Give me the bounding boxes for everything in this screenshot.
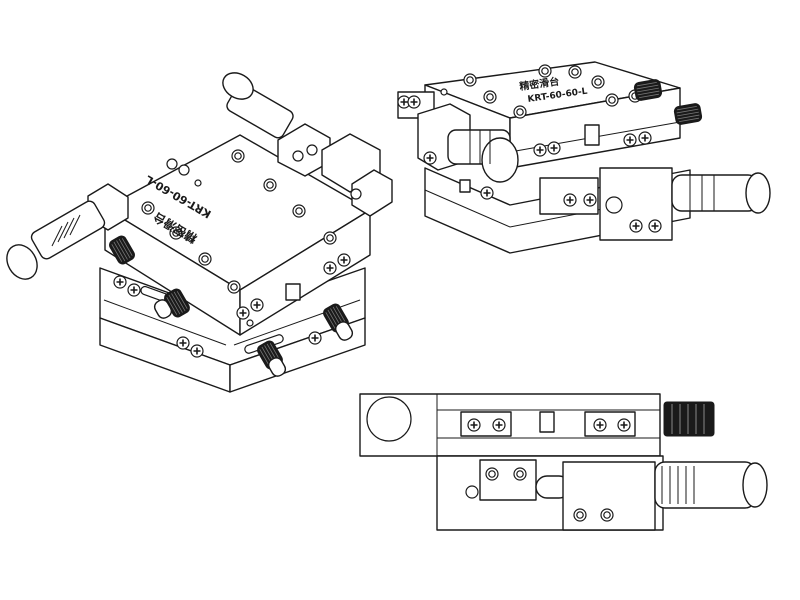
screw-icon (113, 275, 127, 289)
cap-screw-icon (605, 93, 619, 107)
isometric-view-left: KRT-60-60-L 精密滑台 (6, 72, 393, 393)
screw-icon (323, 261, 337, 275)
cap-screw-icon (463, 73, 477, 87)
cap-screw-icon (513, 467, 527, 481)
screw-icon (236, 306, 250, 320)
screw-icon (533, 143, 547, 157)
isometric-view-right: KRT-60-60-L 精密滑台 (397, 61, 771, 254)
screw-icon (176, 336, 190, 350)
cap-screw-icon (483, 90, 497, 104)
knob-icon (633, 78, 663, 102)
screw-icon (617, 418, 631, 432)
screw-icon (127, 283, 141, 297)
cap-screw-icon (573, 508, 587, 522)
screw-icon (250, 298, 264, 312)
cap-screw-icon (600, 508, 614, 522)
rear-micrometer (166, 72, 393, 217)
screw-icon (563, 193, 577, 207)
cap-screw-icon (141, 201, 155, 215)
screw-icon (467, 418, 481, 432)
cap-screw-icon (227, 280, 241, 294)
cap-screw-icon (292, 204, 306, 218)
left-micrometer (397, 91, 519, 183)
knob-icon (663, 401, 715, 437)
screw-icon (648, 219, 662, 233)
screw-icon (308, 331, 322, 345)
cap-screw-icon (198, 252, 212, 266)
knob-icon (673, 102, 703, 126)
screw-icon (190, 344, 204, 358)
cap-screw-icon (323, 231, 337, 245)
cap-screw-icon (231, 149, 245, 163)
cap-screw-icon (538, 64, 552, 78)
screw-icon (583, 193, 597, 207)
screw-icon (480, 186, 494, 200)
screw-icon (629, 219, 643, 233)
cap-screw-icon (591, 75, 605, 89)
cap-screw-icon (485, 467, 499, 481)
screw-icon (623, 133, 637, 147)
screw-icon (337, 253, 351, 267)
screw-icon (492, 418, 506, 432)
cap-screw-icon (513, 105, 527, 119)
cap-screw-icon (263, 178, 277, 192)
cap-screw-icon (568, 65, 582, 79)
front-micrometer (539, 167, 771, 241)
screw-icon (638, 131, 652, 145)
micrometer-end-circle (366, 396, 412, 442)
screw-icon (547, 141, 561, 155)
screw-icon (593, 418, 607, 432)
orthographic-view-bottom (359, 393, 768, 531)
left-micrometer (6, 183, 129, 280)
